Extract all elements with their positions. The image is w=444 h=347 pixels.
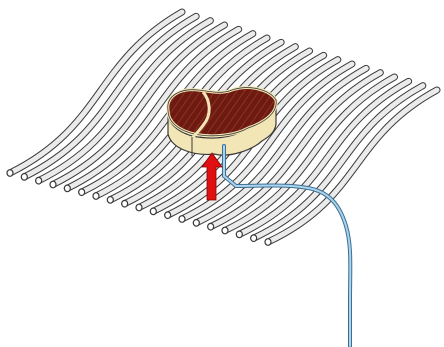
steak [168,88,276,156]
